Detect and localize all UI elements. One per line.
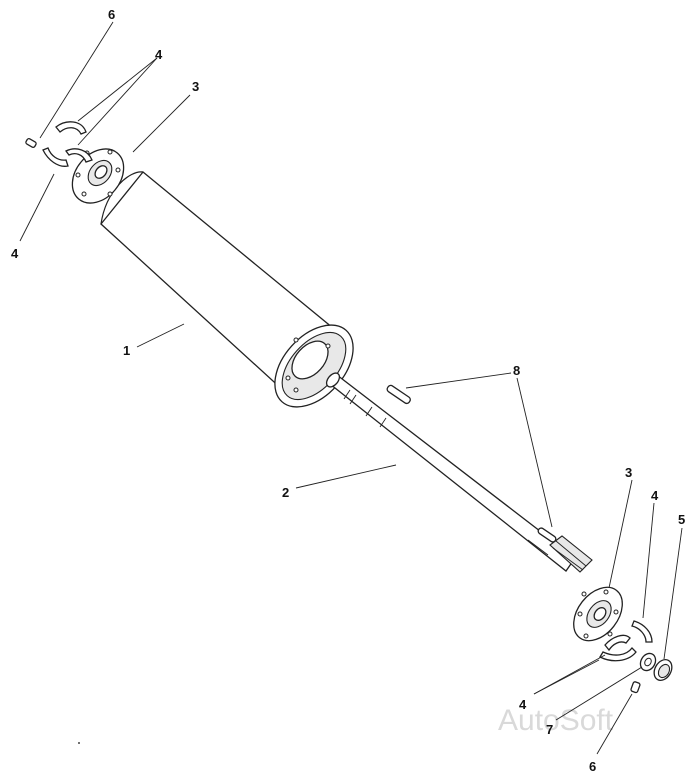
- key-upper: [386, 384, 411, 405]
- retaining-clip-top-lower: [42, 147, 69, 167]
- callout-3-bottom: 3: [625, 465, 632, 480]
- retaining-clip-bottom-middle: [604, 634, 631, 652]
- callout-7: 7: [546, 722, 553, 737]
- retaining-clip-bottom-upper: [631, 620, 653, 643]
- callout-1: 1: [123, 343, 130, 358]
- leader-lines: [19, 21, 683, 755]
- retaining-clip-bottom-lower: [599, 647, 637, 662]
- retaining-clip-top-middle: [65, 148, 93, 163]
- callout-4-top-right: 4: [155, 47, 163, 62]
- retaining-clip-top-upper: [55, 121, 87, 135]
- callout-8: 8: [513, 363, 520, 378]
- washer: [639, 652, 657, 672]
- callout-6-bottom: 6: [589, 759, 596, 774]
- callout-6-top: 6: [108, 7, 115, 22]
- callout-4-bottom-left: 4: [519, 697, 527, 712]
- callout-5: 5: [678, 512, 685, 527]
- key-lower: [537, 527, 557, 543]
- pin-bottom: [630, 681, 641, 694]
- shaft: [325, 372, 593, 573]
- watermark: AutoSoft: [498, 704, 614, 737]
- callout-4-top-left: 4: [11, 246, 19, 261]
- callout-3-top: 3: [192, 79, 199, 94]
- bearing-flange-bottom: [573, 586, 623, 642]
- bearing-flange-top: [71, 148, 125, 204]
- pin-top: [25, 137, 37, 149]
- scan-speck: [78, 742, 80, 744]
- callout-4-bottom-right: 4: [651, 488, 659, 503]
- end-cap: [653, 659, 673, 681]
- callout-2: 2: [282, 485, 289, 500]
